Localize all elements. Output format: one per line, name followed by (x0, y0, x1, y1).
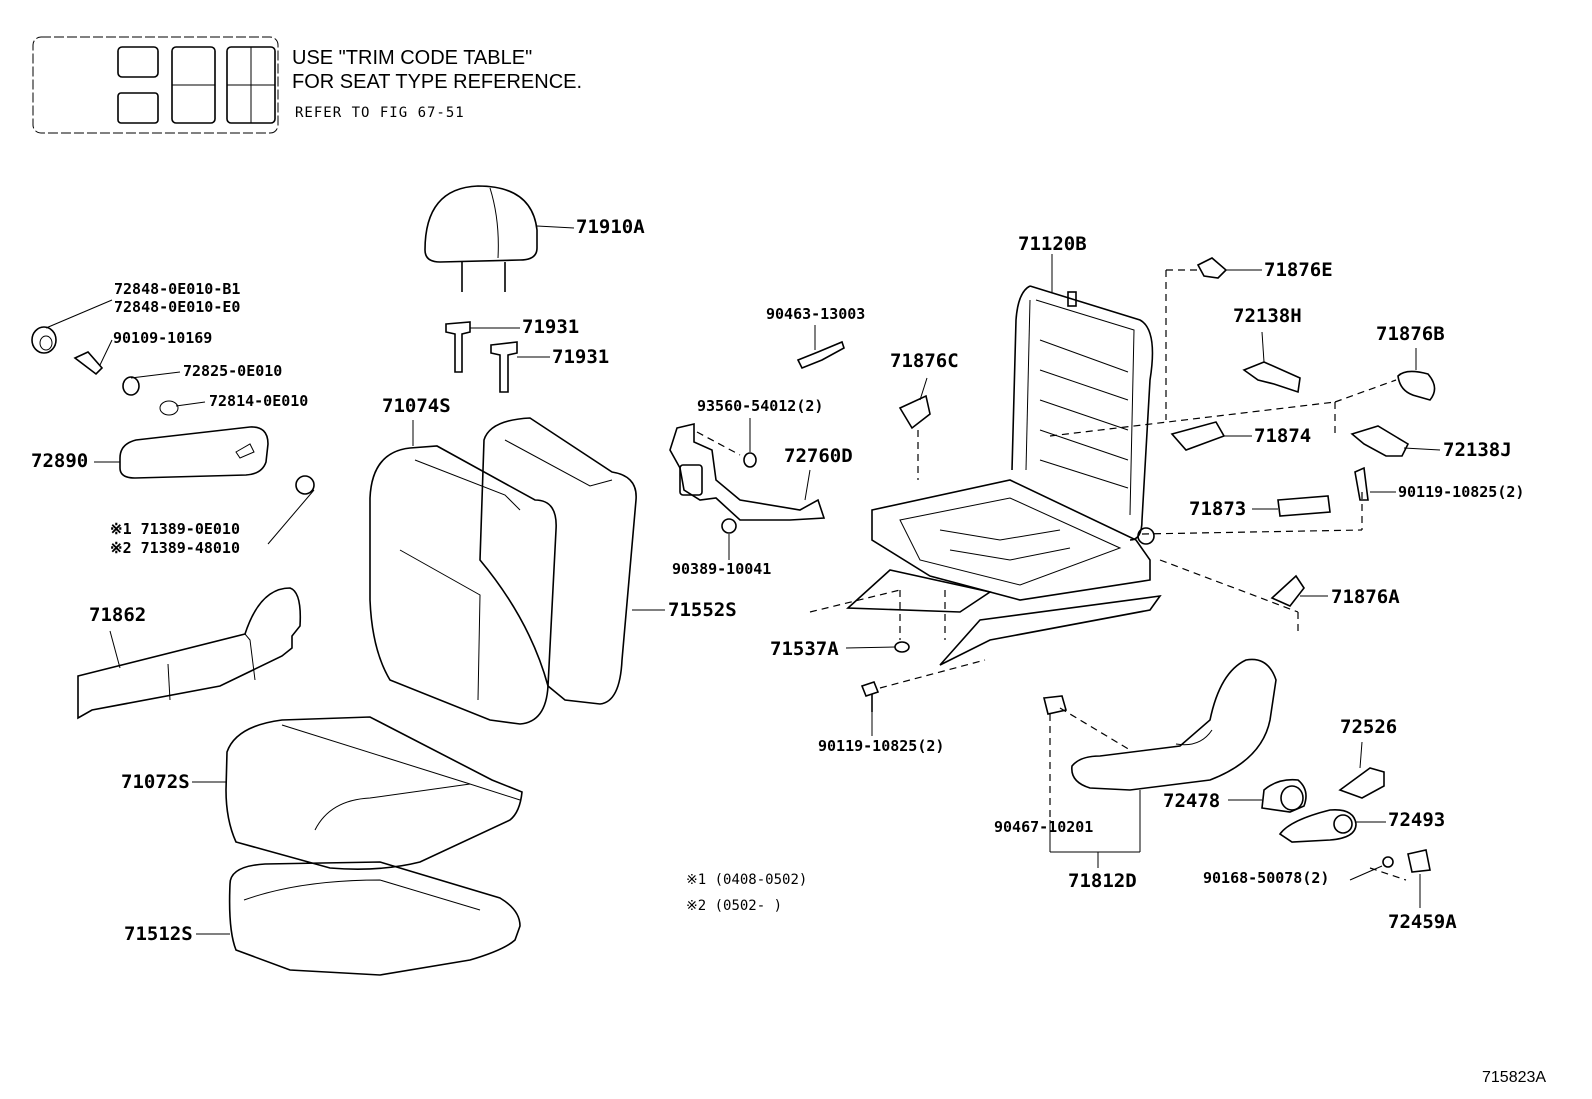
frame-covers-and-brackets (898, 257, 1436, 607)
part-label-71874[interactable]: 71874 (1254, 425, 1312, 447)
part-label-71931-upper[interactable]: 71931 (522, 316, 580, 338)
part-label-72478[interactable]: 72478 (1163, 790, 1221, 812)
part-label-71812D[interactable]: 71812D (1068, 870, 1137, 892)
trim-code-note-line1: USE "TRIM CODE TABLE" (292, 47, 533, 69)
part-label-71389-48010[interactable]: ※2 71389-48010 (110, 539, 240, 557)
recliner-lever-parts (1261, 767, 1431, 873)
part-label-71876A[interactable]: 71876A (1331, 586, 1400, 608)
trim-code-note-line2: FOR SEAT TYPE REFERENCE. (292, 71, 583, 93)
part-label-72138J[interactable]: 72138J (1443, 439, 1512, 461)
part-label-71931-lower[interactable]: 71931 (552, 346, 610, 368)
part-label-72493[interactable]: 72493 (1388, 809, 1446, 831)
part-label-72760D[interactable]: 72760D (784, 445, 853, 467)
part-label-90463-13003[interactable]: 90463-13003 (766, 305, 866, 323)
part-label-71873[interactable]: 71873 (1189, 498, 1247, 520)
part-label-72848-0E010-B1[interactable]: 72848-0E010-B1 (114, 280, 241, 298)
part-label-90119-10825-right[interactable]: 90119-10825(2) (1398, 483, 1525, 501)
headrest (424, 185, 538, 292)
part-label-71876C[interactable]: 71876C (890, 350, 959, 372)
seat-cushion-shield (77, 587, 302, 720)
part-label-71876E[interactable]: 71876E (1264, 259, 1333, 281)
part-label-72825-0E010[interactable]: 72825-0E010 (183, 362, 283, 380)
part-label-71389-0E010[interactable]: ※1 71389-0E010 (110, 520, 240, 538)
part-label-72526[interactable]: 72526 (1340, 716, 1398, 738)
seat-cushion-cover (225, 716, 523, 870)
part-label-71512S[interactable]: 71512S (124, 923, 193, 945)
part-label-90119-10825-lower[interactable]: 90119-10825(2) (818, 737, 945, 755)
armrest-hardware (31, 326, 315, 495)
seatback-covers (369, 417, 637, 725)
seat-cushion-pad (228, 861, 521, 976)
footnote-1: ※1 (0408-0502) (686, 872, 808, 888)
part-label-72459A[interactable]: 72459A (1388, 911, 1457, 933)
seat-type-reference-box (32, 36, 279, 134)
part-label-71862[interactable]: 71862 (89, 604, 147, 626)
part-label-72890[interactable]: 72890 (31, 450, 89, 472)
part-label-93560-54012[interactable]: 93560-54012(2) (697, 397, 824, 415)
dashed-assembly-lines (809, 269, 1407, 881)
footnote-2: ※2 (0502- ) (686, 898, 783, 914)
part-label-90168-50078[interactable]: 90168-50078(2) (1203, 869, 1330, 887)
part-label-72814-0E010[interactable]: 72814-0E010 (209, 392, 309, 410)
seat-frame (846, 285, 1162, 666)
figure-id: 715823A (1482, 1069, 1547, 1086)
part-label-71120B[interactable]: 71120B (1018, 233, 1087, 255)
part-label-90467-10201[interactable]: 90467-10201 (994, 818, 1094, 836)
figure-reference-link[interactable]: REFER TO FIG 67-51 (295, 105, 465, 121)
frame-bolts (860, 641, 910, 712)
part-label-71552S[interactable]: 71552S (668, 599, 737, 621)
part-label-71876B[interactable]: 71876B (1376, 323, 1445, 345)
part-label-71072S[interactable]: 71072S (121, 771, 190, 793)
strap-and-cable (669, 340, 845, 534)
part-label-71074S[interactable]: 71074S (382, 395, 451, 417)
part-label-71537A[interactable]: 71537A (770, 638, 839, 660)
seat-cushion-side-shield (1043, 658, 1277, 791)
part-label-72138H[interactable]: 72138H (1233, 305, 1302, 327)
part-label-90109-10169[interactable]: 90109-10169 (113, 329, 213, 347)
part-label-72848-0E010-E0[interactable]: 72848-0E010-E0 (114, 298, 241, 316)
part-label-90389-10041[interactable]: 90389-10041 (672, 560, 772, 578)
part-label-71910A[interactable]: 71910A (576, 216, 645, 238)
headrest-support-guides (445, 321, 518, 393)
